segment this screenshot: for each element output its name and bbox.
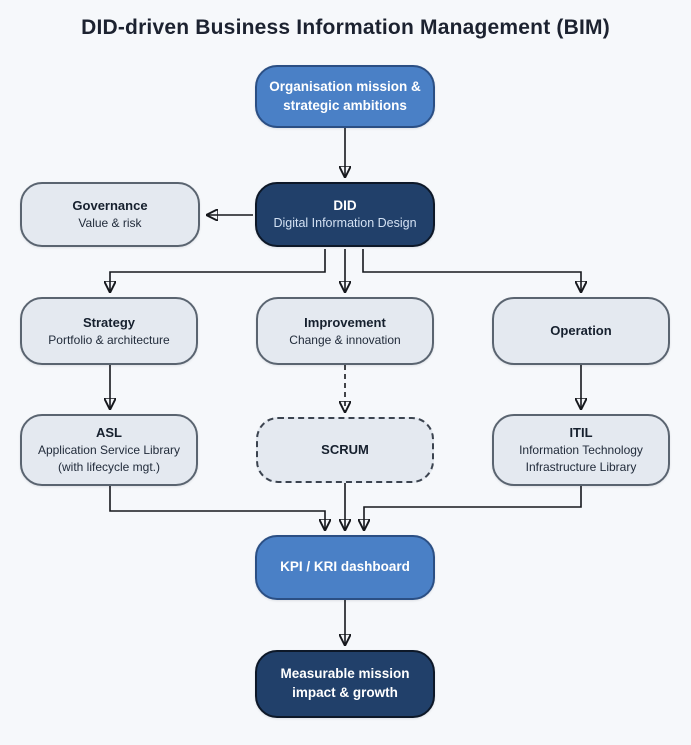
node-title: ITIL <box>569 425 593 441</box>
node-title: Improvement <box>304 314 386 330</box>
node-kpi-kri-dashboard: KPI / KRI dashboard <box>255 535 435 600</box>
node-subtitle: Change & innovation <box>289 332 401 347</box>
node-subtitle: Information Technology Infrastructure Li… <box>519 443 643 474</box>
node-title: Operation <box>550 323 612 339</box>
node-strategy: Strategy Portfolio & architecture <box>20 297 198 365</box>
edge-did-to-strategy <box>110 249 326 291</box>
node-label: Measurable mission impact & growth <box>280 666 410 700</box>
node-title: DID <box>333 197 357 213</box>
edge-asl-to-kpi <box>109 486 325 529</box>
node-title: SCRUM <box>321 442 369 458</box>
node-title: Governance <box>72 198 148 214</box>
node-improvement: Improvement Change & innovation <box>256 297 434 365</box>
node-measurable-impact: Measurable mission impact & growth <box>255 650 435 718</box>
node-subtitle: Application Service Library (with lifecy… <box>37 443 181 474</box>
node-subtitle: Value & risk <box>78 216 142 231</box>
node-operation: Operation <box>492 297 670 365</box>
node-organisation-mission: Organisation mission & strategic ambitio… <box>255 65 435 128</box>
node-label: Organisation mission & strategic ambitio… <box>269 78 421 113</box>
page-title: DID-driven Business Information Manageme… <box>81 16 610 39</box>
edge-itil-to-kpi <box>364 486 582 529</box>
node-governance: Governance Value & risk <box>20 182 200 247</box>
node-scrum: SCRUM <box>256 417 434 483</box>
edge-did-to-operation <box>362 249 581 291</box>
node-label: KPI / KRI dashboard <box>280 559 410 575</box>
node-did: DID Digital Information Design <box>255 182 435 247</box>
node-itil: ITIL Information Technology Infrastructu… <box>492 414 670 486</box>
node-subtitle: Digital Information Design <box>273 216 417 231</box>
node-title: Strategy <box>82 314 136 330</box>
node-subtitle: Portfolio & architecture <box>48 332 170 347</box>
node-title: ASL <box>96 425 122 441</box>
node-asl: ASL Application Service Library (with li… <box>20 414 198 486</box>
